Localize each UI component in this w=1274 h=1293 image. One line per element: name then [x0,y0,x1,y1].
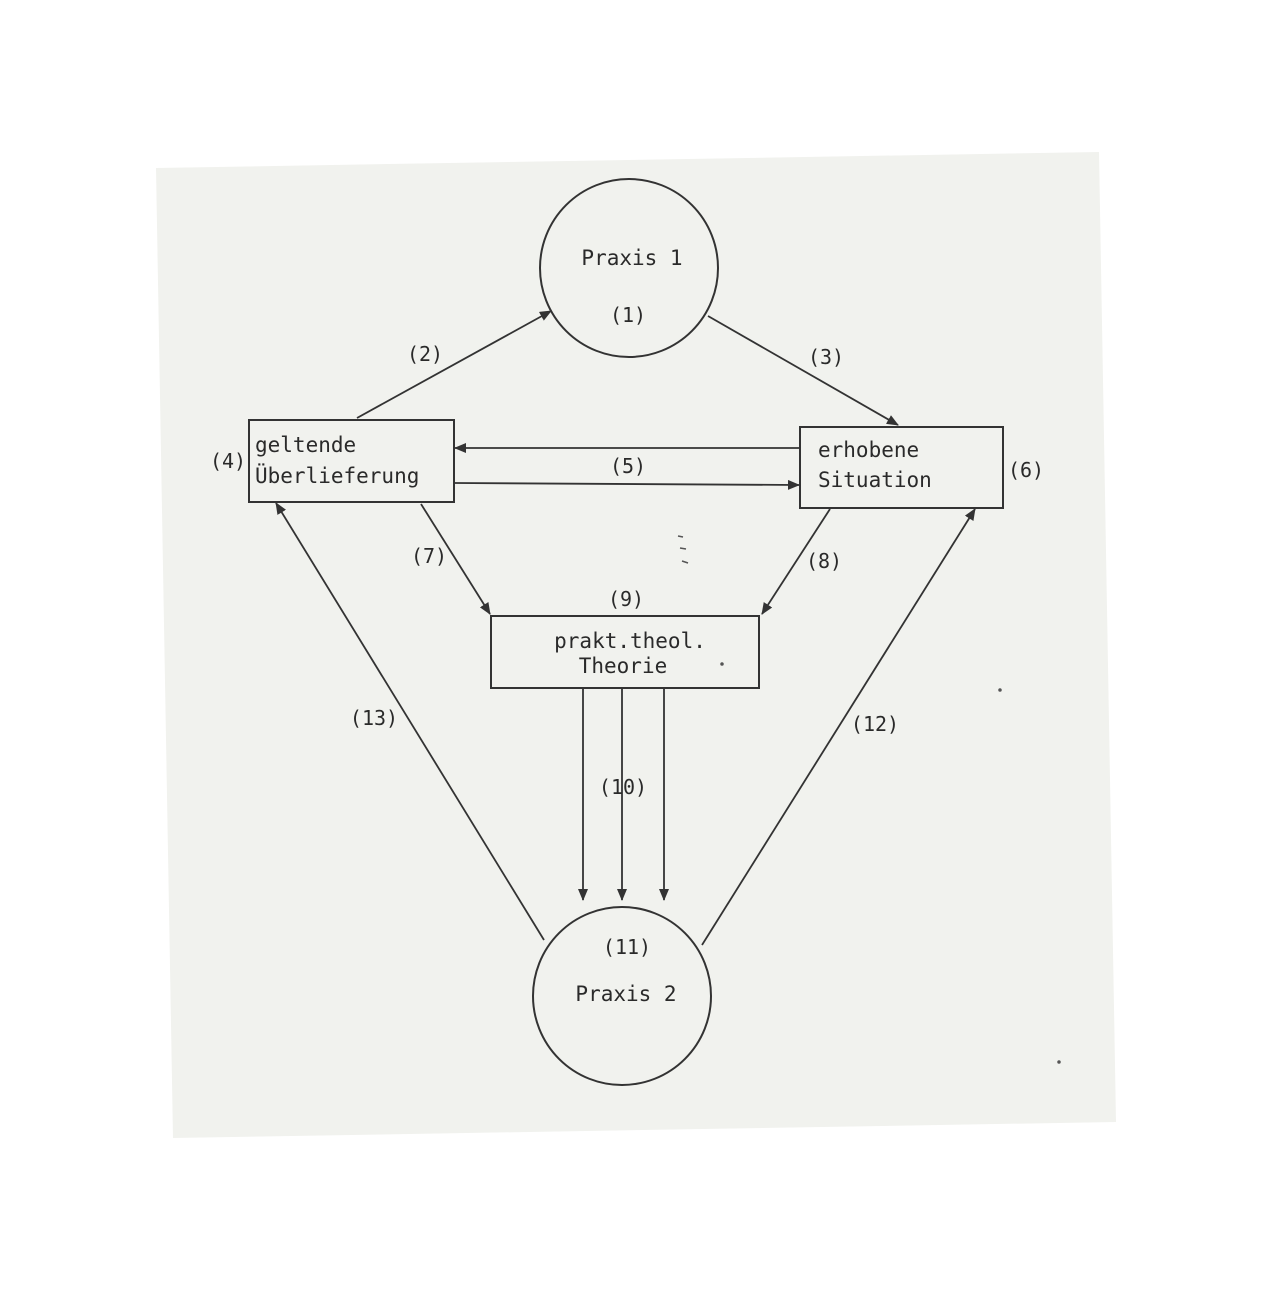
theorie-line-2: Theorie [579,654,668,678]
praxis-2-number: (11) [603,935,651,959]
scan-specks [677,535,1061,1064]
arrow-13 [275,502,545,941]
situation-line-1: erhobene [818,438,919,462]
ueberlieferung-line-2: Überlieferung [255,463,419,488]
edge-label-2: (2) [407,342,443,366]
theorie-number: (9) [608,587,644,611]
node-erhobene-situation: erhobene Situation (6) [799,426,1044,509]
edge-label-10: (10) [599,775,647,799]
edge-label-8: (8) [806,549,842,573]
praxis-1-title: Praxis 1 [581,246,682,270]
edge-label-12: (12) [851,712,899,736]
arrow-12 [701,508,976,946]
arrow-3 [707,315,899,426]
situation-line-2: Situation [818,468,932,492]
node-prakt-theol-theorie: prakt.theol. Theorie (9) [490,587,760,689]
theorie-line-1: prakt.theol. [554,629,706,653]
situation-number: (6) [1008,458,1044,482]
edge-label-7: (7) [411,544,447,568]
arrow-2 [356,310,552,419]
edge-label-13: (13) [350,706,398,730]
edge-label-5: (5) [610,454,646,478]
praxis-1-number: (1) [610,303,646,327]
edge-label-3: (3) [808,345,844,369]
arrow-8 [761,508,831,615]
arrow-5-right [454,479,800,490]
ueberlieferung-line-1: geltende [255,433,356,457]
arrow-7 [420,503,491,615]
praxis-2-title: Praxis 2 [575,982,676,1006]
node-praxis-2: (11) Praxis 2 [532,906,712,1086]
paper-sheet [156,152,1116,1138]
ueberlieferung-number: (4) [210,449,246,473]
node-geltende-ueberlieferung: geltende Überlieferung (4) [210,419,455,503]
node-praxis-1: Praxis 1 (1) [539,178,719,358]
